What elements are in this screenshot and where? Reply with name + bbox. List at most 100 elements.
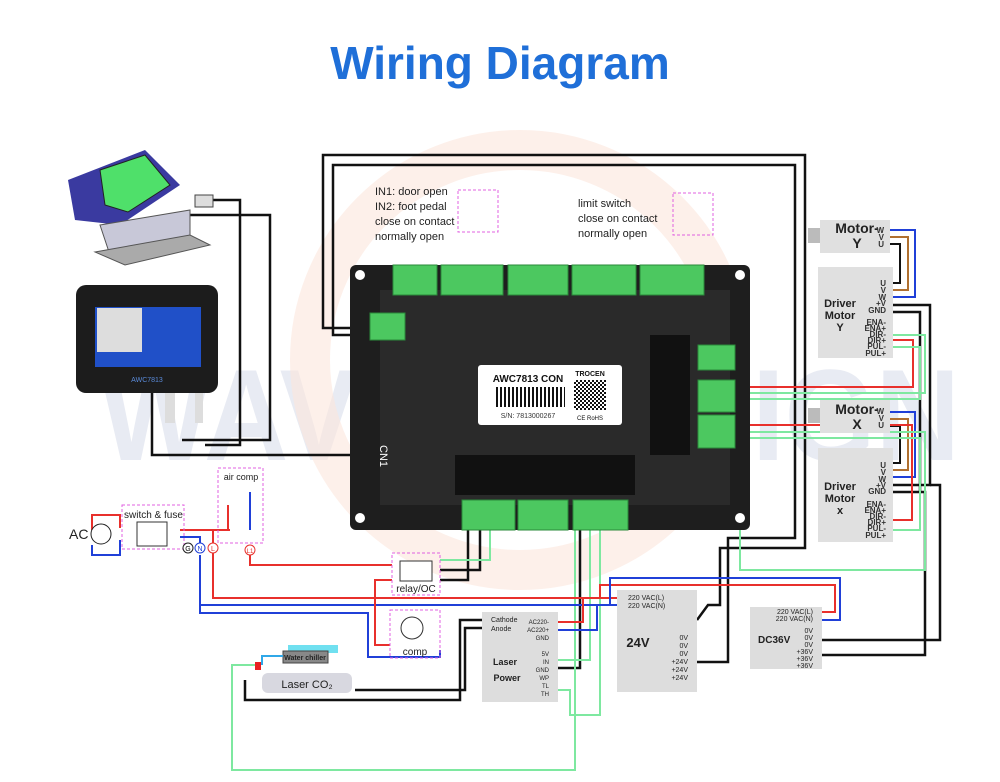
svg-text:PUL-: PUL- xyxy=(867,524,886,533)
svg-text:TL: TL xyxy=(542,684,550,690)
relay-icon xyxy=(399,560,433,582)
svg-text:AC220-: AC220- xyxy=(529,620,549,626)
display-panel: AWC7813 xyxy=(76,285,218,423)
laser-power-supply: Cathode Anode AC220- AC220+ GND Laser Po… xyxy=(482,612,558,702)
svg-text:PUL-: PUL- xyxy=(867,342,886,351)
svg-text:+24V: +24V xyxy=(671,659,688,666)
svg-text:Laser: Laser xyxy=(493,657,518,667)
svg-text:Motor: Motor xyxy=(825,310,856,322)
svg-text:PUL+: PUL+ xyxy=(865,349,886,358)
svg-text:Driver: Driver xyxy=(824,481,857,493)
page-title: Wiring Diagram xyxy=(330,37,670,89)
svg-text:GND: GND xyxy=(868,306,886,315)
inputs-note-1: close on contact xyxy=(375,216,455,228)
svg-text:W: W xyxy=(876,226,884,235)
svg-text:Anode: Anode xyxy=(491,626,511,633)
terminal-blocks xyxy=(369,264,736,531)
svg-text:V: V xyxy=(881,468,887,477)
svg-text:W: W xyxy=(878,475,886,484)
inputs-note-2: normally open xyxy=(375,231,444,243)
svg-text:DIR+: DIR+ xyxy=(868,518,887,527)
controller-board: AWC7813 CON S/N: 7813000267 TROCEN CE Ro… xyxy=(350,265,750,530)
input-switch-icon xyxy=(457,189,499,233)
svg-text:24V: 24V xyxy=(626,635,649,650)
svg-text:U: U xyxy=(880,279,886,288)
svg-text:ENA+: ENA+ xyxy=(864,506,886,515)
svg-text:ENA-: ENA- xyxy=(866,318,886,327)
svg-text:L: L xyxy=(211,546,215,553)
svg-text:L1: L1 xyxy=(247,549,254,555)
svg-text:DC36V: DC36V xyxy=(758,635,791,646)
limit-label: limit switch xyxy=(578,198,631,210)
svg-text:Motor-: Motor- xyxy=(835,220,879,236)
svg-text:0V: 0V xyxy=(804,628,813,635)
compressor-icon xyxy=(400,616,424,640)
svg-text:V: V xyxy=(881,286,887,295)
svg-text:WP: WP xyxy=(539,676,549,682)
svg-text:Y: Y xyxy=(852,235,862,251)
in2-label: IN2: foot pedal xyxy=(375,201,447,213)
svg-text:0V: 0V xyxy=(804,642,813,649)
svg-text:+V: +V xyxy=(876,481,887,490)
svg-text:X: X xyxy=(852,416,862,432)
svg-text:220 VAC(N): 220 VAC(N) xyxy=(628,603,665,610)
svg-text:220 VAC(L): 220 VAC(L) xyxy=(628,595,664,602)
svg-text:GND: GND xyxy=(536,636,550,642)
svg-text:GND: GND xyxy=(868,487,886,496)
motor-x: Motor- X W V U xyxy=(808,400,890,433)
ac-section: AC switch & fuse G N L L1 air comp relay… xyxy=(69,467,441,659)
svg-text:220 VAC(N): 220 VAC(N) xyxy=(776,616,813,623)
svg-text:U: U xyxy=(880,461,886,470)
svg-text:TH: TH xyxy=(541,692,549,698)
svg-text:Cathode: Cathode xyxy=(491,617,518,624)
svg-text:+36V: +36V xyxy=(796,663,813,670)
motor-y: Motor- Y W V U xyxy=(808,220,890,253)
svg-text:220 VAC(L): 220 VAC(L) xyxy=(777,609,813,616)
power-wires xyxy=(91,492,841,658)
laser-tube-label: Laser CO₂ xyxy=(281,679,332,691)
display-model: AWC7813 xyxy=(131,377,163,384)
limit-note-1: close on contact xyxy=(578,213,658,225)
svg-text:N: N xyxy=(197,546,202,553)
svg-text:Motor: Motor xyxy=(825,493,856,505)
svg-text:ENA-: ENA- xyxy=(866,500,886,509)
svg-text:Power: Power xyxy=(493,673,521,683)
svg-text:PUL+: PUL+ xyxy=(865,531,886,540)
svg-text:U: U xyxy=(878,240,884,249)
svg-text:0V: 0V xyxy=(679,635,688,642)
wires-black xyxy=(150,153,942,702)
svg-text:Y: Y xyxy=(836,322,844,334)
comp-label: comp xyxy=(403,647,428,658)
psu-36v: 220 VAC(L) 220 VAC(N) DC36V 0V 0V 0V +36… xyxy=(750,607,822,670)
controller-marks: CE RoHS xyxy=(577,416,603,422)
svg-text:Motor-: Motor- xyxy=(835,401,879,417)
switch-fuse-label: switch & fuse xyxy=(124,510,183,521)
svg-text:G: G xyxy=(185,546,190,553)
svg-text:W: W xyxy=(878,293,886,302)
limit-note-2: normally open xyxy=(578,228,647,240)
relay-label: relay/OC xyxy=(396,584,435,595)
svg-text:V: V xyxy=(879,414,885,423)
svg-text:ENA+: ENA+ xyxy=(864,324,886,333)
ac-label: AC xyxy=(69,526,88,542)
svg-text:+24V: +24V xyxy=(671,675,688,682)
svg-text:V: V xyxy=(879,233,885,242)
svg-text:DIR-: DIR- xyxy=(870,512,887,521)
svg-text:+V: +V xyxy=(876,299,887,308)
controller-brand: TROCEN xyxy=(575,371,605,378)
switch-fuse-icon xyxy=(136,521,168,547)
air-comp-label: air comp xyxy=(224,472,259,482)
svg-text:AC220+: AC220+ xyxy=(527,628,549,634)
svg-text:DIR+: DIR+ xyxy=(868,336,887,345)
in1-label: IN1: door open xyxy=(375,186,448,198)
svg-text:x: x xyxy=(837,505,844,517)
computer-icon xyxy=(68,150,214,266)
svg-text:DIR-: DIR- xyxy=(870,330,887,339)
port-cn1: CN1 xyxy=(377,445,389,467)
controller-serial: S/N: 7813000267 xyxy=(501,413,556,420)
water-chiller-label: Water chiller xyxy=(284,655,326,662)
svg-text:0V: 0V xyxy=(804,635,813,642)
svg-text:U: U xyxy=(878,421,884,430)
